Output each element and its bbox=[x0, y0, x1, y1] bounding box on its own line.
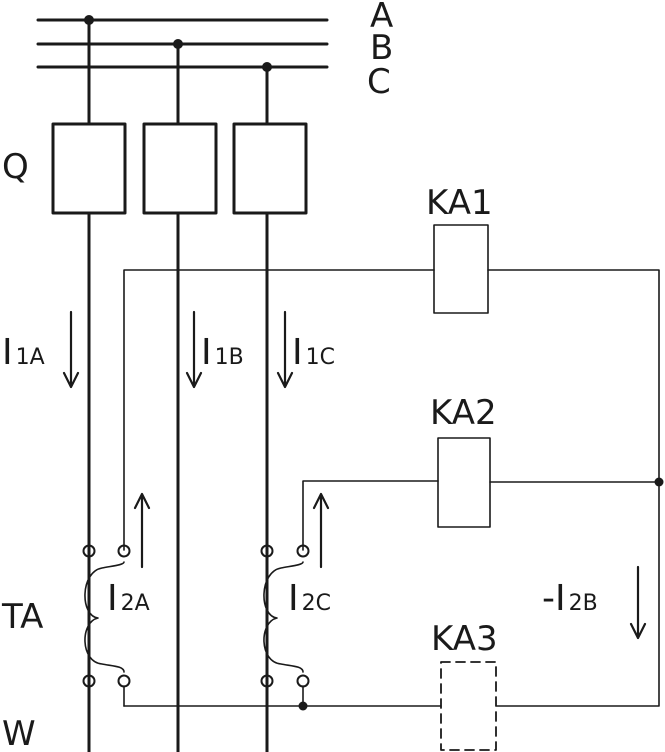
arrow-i1a bbox=[62, 310, 80, 389]
label-breaker: Q bbox=[2, 147, 29, 187]
relay-ka3-coil bbox=[440, 661, 497, 751]
breaker-box-a bbox=[51, 122, 127, 215]
label-relay-ka1: KA1 bbox=[426, 183, 493, 223]
breaker-box-b bbox=[142, 122, 218, 215]
junction-b bbox=[173, 39, 183, 49]
ct-a-terminal-4 bbox=[117, 674, 131, 688]
wire-ka2-loop bbox=[302, 480, 439, 551]
ct-c-terminal-4 bbox=[296, 674, 310, 688]
label-phase-a: A bbox=[370, 0, 393, 36]
arrow-i2b bbox=[629, 565, 647, 640]
arrow-i2c bbox=[312, 492, 330, 569]
ct-a-terminal-1 bbox=[82, 544, 96, 558]
junction-c bbox=[262, 62, 272, 72]
ct-c-terminal-1 bbox=[260, 544, 274, 558]
ct-c-terminal-2 bbox=[296, 544, 310, 558]
wire-ka1-loop bbox=[123, 269, 435, 551]
junction-a bbox=[84, 15, 94, 25]
arrow-i2a bbox=[133, 492, 151, 569]
junction-ka2-right bbox=[654, 477, 664, 487]
ct-a-terminal-2 bbox=[117, 544, 131, 558]
arrow-i1b bbox=[185, 310, 203, 389]
label-relay-ka2: KA2 bbox=[430, 393, 497, 433]
label-ct: TA bbox=[1, 597, 43, 637]
relay-ka2-coil bbox=[437, 437, 491, 528]
label-wire: W bbox=[2, 714, 36, 752]
ct-c-winding bbox=[263, 561, 304, 673]
ct-a-terminal-3 bbox=[82, 674, 96, 688]
arrow-i1c bbox=[276, 310, 294, 389]
wire-ka1-return bbox=[487, 269, 660, 707]
ct-a-winding bbox=[84, 561, 125, 673]
label-phase-c: C bbox=[367, 62, 391, 102]
relay-ka1-coil bbox=[433, 224, 489, 314]
breaker-box-c bbox=[232, 122, 308, 215]
ct-c-terminal-3 bbox=[260, 674, 274, 688]
label-relay-ka3: KA3 bbox=[431, 619, 498, 659]
junction-common bbox=[298, 701, 308, 711]
label-phase-b: B bbox=[370, 28, 393, 68]
